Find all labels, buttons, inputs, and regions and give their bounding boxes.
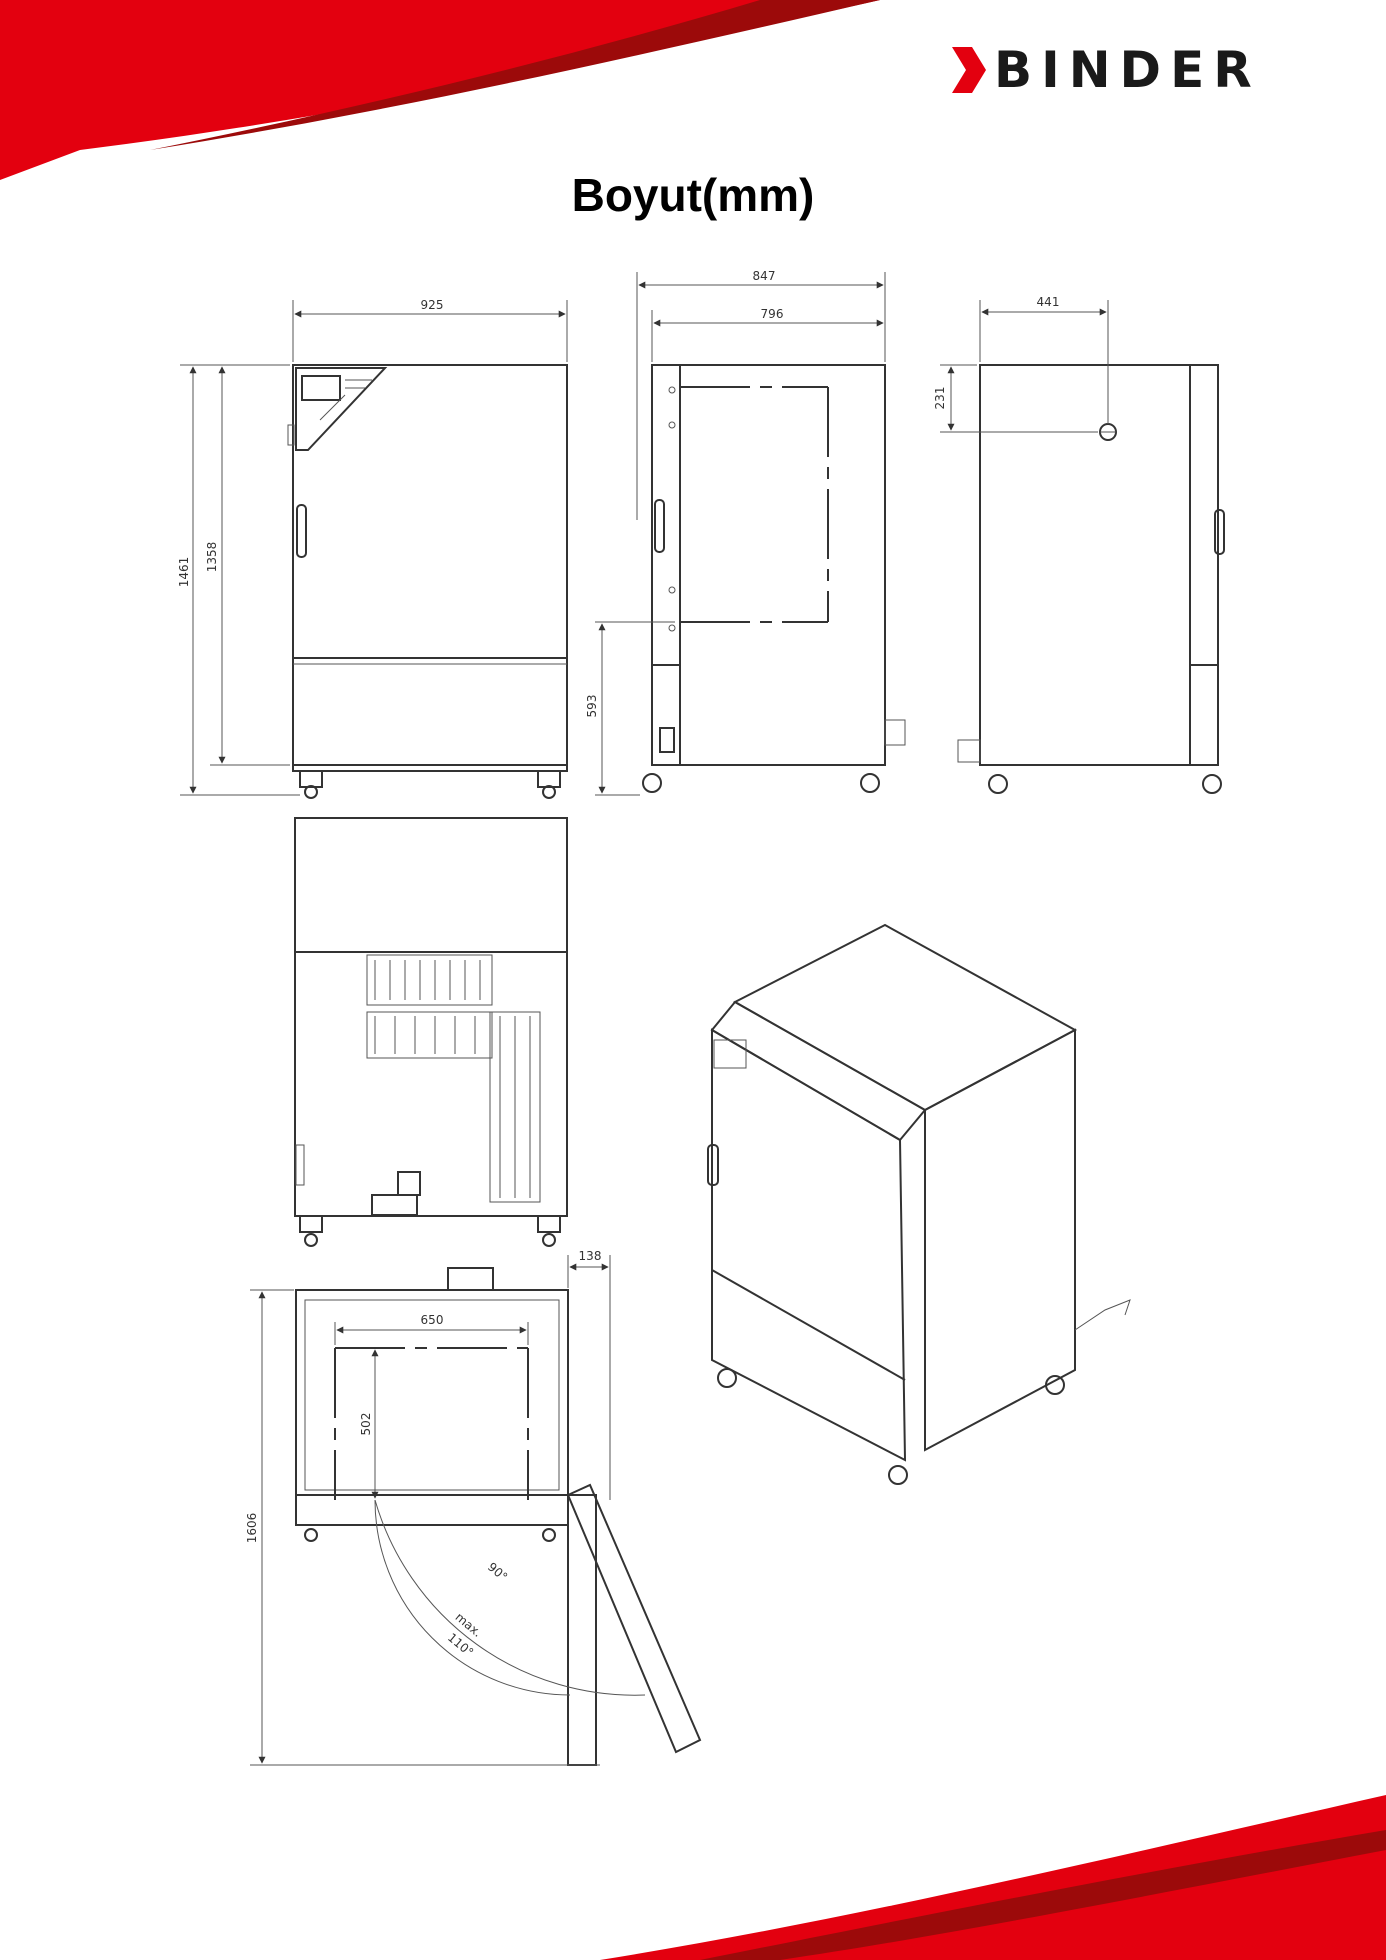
front-view xyxy=(287,364,568,799)
top-side-clearance-dimension: 138 xyxy=(567,1249,611,1500)
side-door-height-dimension: 593 xyxy=(585,621,675,796)
rear-offset-y-label: 231 xyxy=(933,387,947,410)
decorative-swoosh-bottom xyxy=(600,1795,1386,1960)
interior-depth-dimension: 502 xyxy=(359,1349,379,1499)
side-depth-total-dimension: 847 xyxy=(636,269,886,520)
rear-offset-y-dimension: 231 xyxy=(933,364,1098,433)
door-angle-90-label: 90° xyxy=(485,1560,510,1584)
rear-view xyxy=(294,817,568,1247)
isometric-view xyxy=(707,923,1131,1485)
side-depth-body-label: 796 xyxy=(761,307,784,321)
front-height-body-label: 1358 xyxy=(205,542,219,573)
decorative-swoosh-top xyxy=(0,0,880,180)
interior-depth-label: 502 xyxy=(359,1413,373,1436)
side-depth-body-dimension: 796 xyxy=(651,307,884,362)
front-height-total-dimension: 1461 xyxy=(177,364,300,796)
binder-logo: BINDER xyxy=(952,40,1261,100)
brand-name: BINDER xyxy=(994,41,1261,99)
interior-width-dimension: 650 xyxy=(334,1313,529,1345)
front-height-body-dimension: 1358 xyxy=(205,366,290,766)
top-depth-door-open-dimension: 1606 xyxy=(245,1289,600,1766)
front-width-dimension: 925 xyxy=(292,298,568,362)
top-depth-door-open-label: 1606 xyxy=(245,1513,259,1544)
side-depth-total-label: 847 xyxy=(753,269,776,283)
top-view xyxy=(295,1267,702,1766)
side-view xyxy=(642,364,906,793)
interior-width-label: 650 xyxy=(421,1313,444,1327)
binder-logo-icon xyxy=(952,47,986,93)
rear-offset-x-label: 441 xyxy=(1037,295,1060,309)
front-width-label: 925 xyxy=(421,298,444,312)
front-height-total-label: 1461 xyxy=(177,557,191,588)
top-side-clearance-label: 138 xyxy=(579,1249,602,1263)
side-view-left xyxy=(957,364,1225,794)
side-door-height-label: 593 xyxy=(585,695,599,718)
rear-offset-x-dimension: 441 xyxy=(979,295,1109,424)
page-title: Boyut(mm) xyxy=(571,169,815,221)
